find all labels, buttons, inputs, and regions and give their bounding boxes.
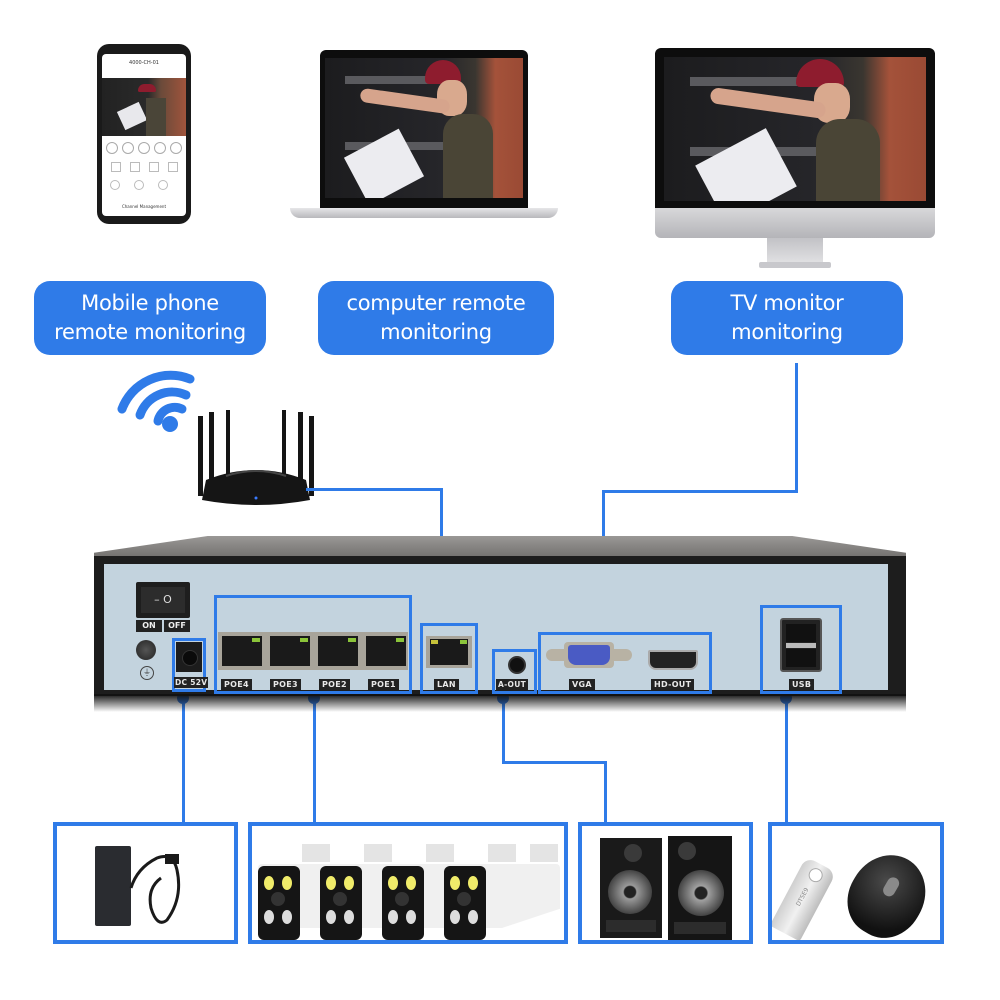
accessory-power-adapter [53, 822, 238, 944]
wifi-icon [117, 370, 195, 432]
audio-icon[interactable] [122, 142, 134, 154]
label-tv-monitor: TV monitor monitoring [671, 281, 903, 355]
phone-image: 4000-CH-01 [97, 44, 191, 224]
mouse [833, 841, 940, 940]
grid-1ch-icon[interactable] [110, 162, 121, 172]
tv-stand [767, 238, 823, 264]
port-label-dc: DC 52V [174, 677, 209, 688]
usb-drive-text: DTSE9 [794, 886, 811, 908]
sd-icon[interactable] [167, 162, 178, 172]
phone-video [102, 78, 186, 136]
laptop-screen-bezel [320, 50, 528, 208]
video-out-highlight [538, 632, 712, 694]
tv-screen-bezel [655, 48, 935, 208]
cloud-icon[interactable] [134, 180, 144, 190]
port-label-lan: LAN [434, 679, 459, 690]
nvr-back-panel [94, 564, 906, 696]
usb-drive: DTSE9 [772, 856, 837, 940]
connector-usb-peripherals [785, 696, 788, 824]
tv-chin [655, 208, 935, 238]
phone-screen: 4000-CH-01 [102, 54, 186, 216]
phone-app-title: 4000-CH-01 [129, 60, 159, 66]
poe-port-3 [270, 636, 310, 666]
setting-icon[interactable] [170, 142, 182, 154]
poe-port-4 [222, 636, 262, 666]
port-label-vga: VGA [569, 679, 595, 690]
ground-screw [136, 640, 156, 660]
laptop-image [290, 48, 558, 228]
power-adapter-brick [95, 846, 131, 926]
aout-jack [508, 656, 526, 674]
lan-port-highlight [420, 623, 478, 694]
port-label-poe3: POE3 [270, 679, 301, 690]
usb-ports [780, 618, 822, 672]
accessory-usb-mouse: DTSE9 [768, 822, 944, 944]
connector-router-lan [306, 488, 442, 491]
tv-monitor-image [655, 48, 935, 270]
label-computer: computer remote monitoring [318, 281, 554, 355]
record-icon[interactable] [138, 142, 150, 154]
port-label-hdout: HD-OUT [651, 679, 695, 690]
hdmi-port [648, 650, 698, 670]
playback-icon[interactable] [110, 180, 120, 190]
grid-4ch-icon[interactable] [129, 162, 140, 172]
poe-port-2 [318, 636, 358, 666]
console-icon[interactable] [158, 180, 168, 190]
port-label-poe1: POE1 [368, 679, 399, 690]
camera-4 [444, 844, 560, 940]
switch-label-off: OFF [164, 620, 190, 632]
port-label-poe4: POE4 [221, 679, 252, 690]
camera-2 [320, 844, 392, 940]
phone-app-controls [106, 142, 182, 192]
laptop-base [290, 208, 558, 218]
router-image [198, 410, 314, 505]
power-switch[interactable]: – O [136, 582, 190, 618]
lan-port [426, 636, 472, 668]
vga-port [546, 640, 632, 670]
snapshot-icon[interactable] [154, 142, 166, 154]
speaker-right [668, 836, 732, 940]
switch-label-on: ON [136, 620, 162, 632]
usb-port-highlight [760, 605, 842, 694]
poe-port-1 [366, 636, 406, 666]
nvr-device: – O ON OFF ⏚ DC 52V POE4 POE3 POE2 POE1 … [94, 536, 906, 712]
connector-poe-cameras [313, 696, 316, 824]
tv-stand-foot [759, 262, 831, 268]
port-label-poe2: POE2 [319, 679, 350, 690]
connector-aout-speakers [502, 696, 505, 763]
port-label-usb: USB [789, 679, 815, 690]
dc-port-highlight [172, 638, 206, 692]
power-cable [129, 854, 181, 924]
phone-app-footer[interactable]: Channel Management [121, 204, 167, 209]
tv-video [664, 57, 926, 201]
talk-icon[interactable] [106, 142, 118, 154]
grid-9ch-icon[interactable] [148, 162, 159, 172]
camera-3 [382, 844, 454, 940]
laptop-video [325, 58, 523, 198]
speaker-left [600, 838, 662, 938]
poe-ports-highlight [214, 595, 412, 694]
aout-port-highlight [492, 649, 537, 694]
dc-port [176, 642, 202, 672]
accessory-speakers [578, 822, 753, 944]
accessory-cameras [248, 822, 568, 944]
label-mobile-phone: Mobile phone remote monitoring [34, 281, 266, 355]
ground-icon: ⏚ [140, 666, 154, 680]
camera-1 [258, 844, 330, 940]
connector-dc-power [182, 696, 185, 824]
port-label-aout: A-OUT [496, 679, 528, 690]
connector-tv-video [795, 363, 798, 493]
